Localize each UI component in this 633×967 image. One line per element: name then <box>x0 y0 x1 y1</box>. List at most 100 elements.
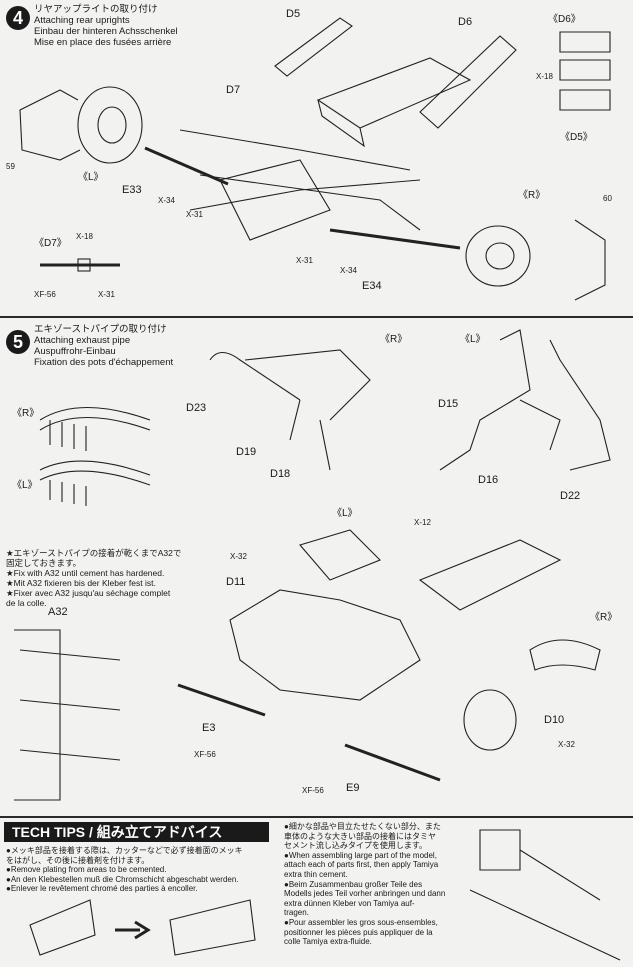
gearbox-drawing <box>219 159 331 241</box>
tip-right-9: extra dünnen Kleber von Tamiya auf- <box>284 898 415 908</box>
tech-tips-header: TECH TIPS / 組み立てアドバイス <box>4 822 269 842</box>
shaft-e33-drawing <box>144 146 229 186</box>
tip-right-8: Modells jedes Teil vorher anbringen und … <box>284 889 446 899</box>
step-4-title: リヤアップライトの取り付け Attaching rear uprights Ei… <box>34 4 178 48</box>
tip-right-6: extra thin cement. <box>284 869 348 879</box>
divider-step5-tips <box>0 816 633 818</box>
tip-left-4: ●An den Klebestellen muß die Chromschich… <box>6 874 239 884</box>
step-5-title-fr: Fixation des pots d'échappement <box>34 357 174 368</box>
engine-block-drawing <box>316 57 472 148</box>
label-d6-detail: 《D6》 <box>548 14 581 25</box>
tip-right-5: attach each of parts first, then apply T… <box>284 860 439 870</box>
label-e9: E9 <box>346 782 360 794</box>
tip-left-5: ●Enlever le revêtement chromé des partie… <box>6 884 198 894</box>
note-line-1: ★エキゾーストパイプの接着が乾くまでA32で <box>6 548 182 558</box>
step-4-title-de: Einbau der hinteren Achsschenkel <box>34 26 178 37</box>
lower-assembly-drawing <box>229 589 421 701</box>
label-x32-a: X-32 <box>230 552 247 561</box>
tip-right-13: colle Tamiya extra-fluide. <box>284 937 372 947</box>
label-x34-b: X-34 <box>340 266 357 275</box>
label-x31-a: X-31 <box>186 210 203 219</box>
label-d19: D19 <box>236 446 257 458</box>
pipes-l-drawing <box>439 329 611 471</box>
step-5-title: エキゾーストパイプの取り付け Attaching exhaust pipe Au… <box>34 324 173 368</box>
label-x34-a: X-34 <box>158 196 175 205</box>
label-xf56-e3: XF-56 <box>194 750 216 759</box>
tips-right-art <box>469 829 621 961</box>
tip-right-3: セメント流し込みタイプを使用します。 <box>284 841 428 851</box>
label-x32-b: X-32 <box>558 740 575 749</box>
note-line-6: de la colle. <box>6 598 47 608</box>
note-line-3: ★Fix with A32 until cement has hardened. <box>6 568 165 578</box>
header-l-drawing <box>39 460 151 506</box>
label-left-4: 《L》 <box>78 172 104 183</box>
tech-tips-left: ●メッキ部品を接着する際は、カッターなどで必ず接着面のメッキ をはがし、その後に… <box>6 846 243 894</box>
label-d6: D6 <box>458 16 473 28</box>
tip-right-12: positionner les pièces puis appliquer de… <box>284 927 433 937</box>
label-d22: D22 <box>560 490 581 502</box>
tip-right-1: ●細かな部品や目立たせたくない部分、また <box>284 822 441 831</box>
suspension-arms-drawing <box>179 129 421 231</box>
tip-left-1: ●メッキ部品を接着する際は、カッターなどで必ず接着面のメッキ <box>6 846 243 855</box>
left-hub-drawing <box>77 86 143 164</box>
label-r-mid: 《R》 <box>590 612 618 623</box>
label-d11: D11 <box>226 576 246 588</box>
label-d16: D16 <box>478 474 499 486</box>
label-tag59: 59 <box>6 162 15 171</box>
d6-detail-drawing <box>559 31 611 81</box>
label-right-4: 《R》 <box>518 190 546 201</box>
step-4-title-fr: Mise en place des fusées arrière <box>34 37 172 48</box>
tips-arrow <box>115 920 151 940</box>
step-4-title-jp: リヤアップライトの取り付け <box>34 4 158 15</box>
tip-left-3: ●Remove plating from areas to be cemente… <box>6 865 167 875</box>
part-d5-drawing <box>274 17 353 77</box>
shaft-e34-drawing <box>329 228 461 250</box>
step-4-number: 4 <box>6 6 30 30</box>
label-r-left: 《R》 <box>12 408 40 419</box>
label-tag60: 60 <box>603 194 612 203</box>
divider-step4-step5 <box>0 316 633 318</box>
label-e3: E3 <box>202 722 216 734</box>
step-5-title-en: Attaching exhaust pipe <box>34 335 131 346</box>
tip-right-4: ●When assembling large part of the model… <box>284 850 437 860</box>
label-x31-b: X-31 <box>296 256 313 265</box>
label-x18-d7: X-18 <box>76 232 93 241</box>
tip-right-11: ●Pour assembler les gros sous-ensembles, <box>284 917 438 927</box>
label-d23: D23 <box>186 402 207 414</box>
label-d5: D5 <box>286 8 301 20</box>
note-line-5: ★Fixer avec A32 jusqu'au séchage complet <box>6 588 171 598</box>
label-x31-d7: X-31 <box>98 290 115 299</box>
label-d7: D7 <box>226 84 241 96</box>
label-d10: D10 <box>544 714 565 726</box>
right-hub-drawing <box>465 225 531 287</box>
side-view-drawing <box>14 629 121 801</box>
label-e34: E34 <box>362 280 382 292</box>
step-5-title-de: Auspuffrohr-Einbau <box>34 346 116 357</box>
label-l-top: 《L》 <box>460 334 486 345</box>
tip-right-10: tragen. <box>284 908 309 918</box>
tech-tips-right: ●細かな部品や目立たせたくない部分、また 車体のような大きい部品の接着にはタミヤ… <box>284 822 445 947</box>
label-xf56-e9: XF-56 <box>302 786 324 795</box>
label-d7-detail: 《D7》 <box>34 238 67 249</box>
label-e33: E33 <box>122 184 142 196</box>
label-l-mid: 《L》 <box>332 508 358 519</box>
tip-right-7: ●Beim Zusammenbau großer Teile des <box>284 879 423 889</box>
label-xf56-d7: XF-56 <box>34 290 56 299</box>
label-d5-detail: 《D5》 <box>560 132 593 143</box>
label-x18-top: X-18 <box>536 72 553 81</box>
part-d6-drawing <box>419 35 517 129</box>
label-l-left: 《L》 <box>12 480 38 491</box>
d5-detail-drawing <box>559 89 611 111</box>
note-line-4: ★Mit A32 fixieren bis der Kleber fest is… <box>6 578 156 588</box>
tip-left-2: をはがし、その後に接着剤を付けます。 <box>6 855 150 865</box>
tip-right-2: 車体のような大きい部品の接着にはタミヤ <box>284 831 436 841</box>
label-d15: D15 <box>438 398 459 410</box>
step-4-title-en: Attaching rear uprights <box>34 15 130 26</box>
label-x12: X-12 <box>414 518 431 527</box>
step-5-number: 5 <box>6 330 30 354</box>
label-r-top: 《R》 <box>380 334 408 345</box>
note-line-2: 固定しておきます。 <box>6 558 82 568</box>
label-a32: A32 <box>48 606 68 618</box>
